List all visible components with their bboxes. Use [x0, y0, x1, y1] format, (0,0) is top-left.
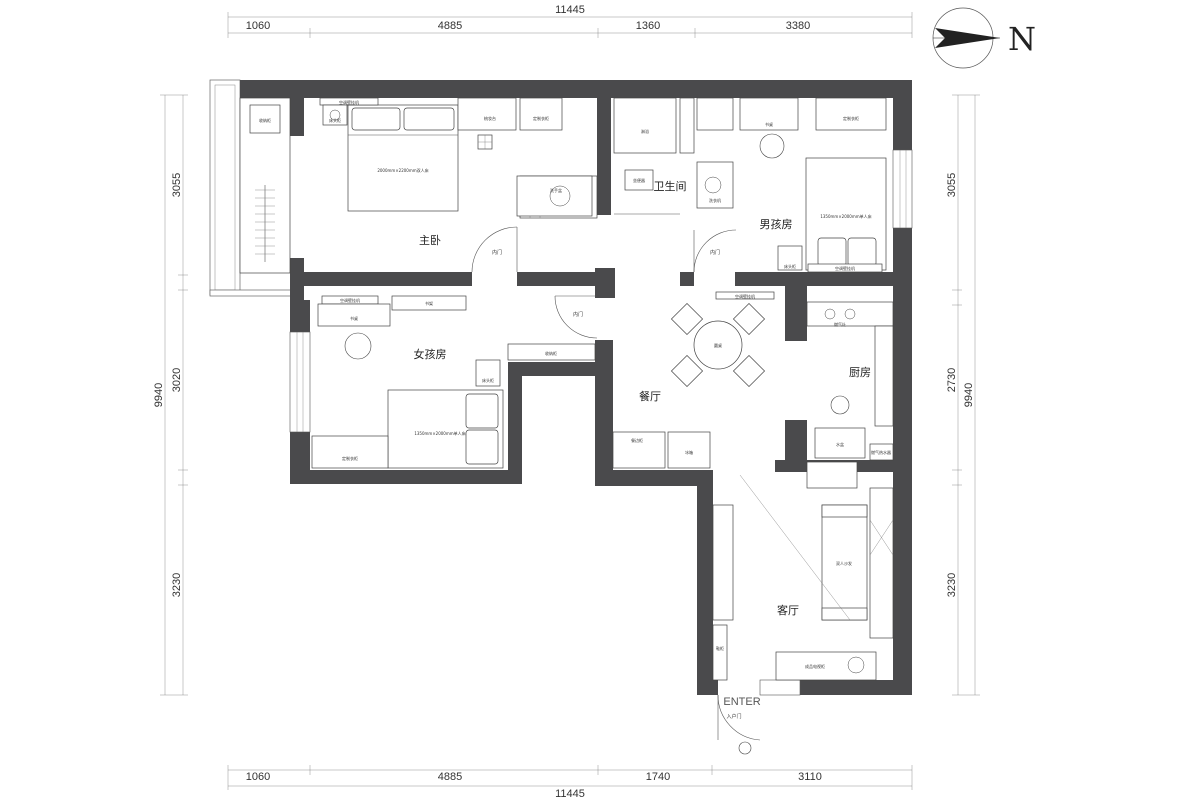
room-boy-label: 男孩房 [760, 218, 793, 231]
girl-desk [317, 303, 391, 327]
girl-wardrobe-label: 定制衣柜 [342, 455, 358, 461]
dim-left-2: 3020 [171, 368, 183, 392]
bookshelf-label: 书架 [425, 300, 433, 306]
sofa [821, 504, 868, 621]
living-room: 双人沙发 成品电视柜 鞋柜 客厅 [712, 461, 894, 681]
master-balcony [209, 79, 296, 297]
dining-table [693, 320, 743, 370]
boy-door-label: 内门 [710, 249, 720, 256]
dimension-texts: 11445 1060 4885 1360 3380 1060 4885 1740… [153, 4, 975, 800]
shower [613, 97, 677, 154]
boy-room: 1350mm×2000mm单人床 书桌 定制衣柜 空调壁挂机 床头柜 男孩房 内… [693, 97, 887, 273]
dining-table-label: 圆桌 [714, 342, 722, 348]
dim-left-3: 3230 [171, 573, 183, 597]
closet-hangers [255, 185, 275, 262]
boy-bed-label: 1350mm×2000mm单人床 [820, 213, 871, 219]
dim-left-1: 3055 [171, 173, 183, 197]
girl-door-label: 内门 [573, 311, 583, 318]
master-wardrobe-label: 定制衣柜 [533, 115, 549, 121]
basin-label: 洗手盆 [550, 187, 562, 193]
fridge [667, 431, 711, 469]
dim-right-2: 2730 [946, 368, 958, 392]
stove-label: 燃气灶 [834, 321, 846, 327]
north-compass-icon: N [932, 7, 1036, 69]
dim-bottom-3: 1740 [646, 771, 670, 783]
shoe-cabinet-label: 鞋柜 [716, 645, 724, 651]
heater-label: 燃气热水器 [871, 449, 891, 455]
dim-top-4: 3380 [786, 20, 810, 32]
master-door-label: 内门 [492, 249, 502, 256]
sideboard [612, 431, 666, 469]
master-ac-label: 空调壁挂机 [339, 99, 359, 105]
dim-bottom-total: 11445 [555, 788, 585, 800]
dining-area: 圆桌 空调壁挂机 餐边柜 冰箱 餐厅 [612, 291, 775, 469]
master-bed-label: 2000mm×2200mm双人床 [377, 167, 428, 173]
entry: ENTER 入户门 [717, 694, 761, 755]
compass-north-letter: N [1008, 20, 1036, 58]
windows [289, 149, 913, 696]
room-bath-label: 卫生间 [654, 179, 687, 193]
dim-right-1: 3055 [946, 173, 958, 197]
person-icon [738, 741, 752, 755]
girl-ac-label: 空调壁挂机 [340, 297, 360, 303]
girl-bedside-label: 床头柜 [482, 377, 494, 383]
tv-wall [712, 504, 734, 621]
tv-cabinet-label: 成品电视柜 [805, 663, 825, 669]
sideboard-label: 餐边柜 [631, 437, 643, 443]
sink [814, 427, 866, 459]
dim-bottom-4: 3110 [798, 771, 822, 783]
dim-top-total: 11445 [555, 4, 585, 16]
fridge-label: 冰箱 [685, 449, 693, 455]
boy-ac-label: 空调壁挂机 [835, 265, 855, 271]
room-dining-label: 餐厅 [639, 389, 661, 403]
room-living-label: 客厅 [777, 603, 799, 617]
enter-label: ENTER [723, 696, 760, 708]
toilet-label: 坐便器 [633, 177, 645, 183]
dim-left-total: 9940 [153, 383, 165, 407]
storage-label: 收纳柜 [259, 117, 271, 123]
dresser [457, 97, 517, 131]
dim-right-total: 9940 [963, 383, 975, 407]
dim-top-3: 1360 [636, 20, 660, 32]
girl-bed-label: 1350mm×2000mm单人床 [414, 430, 465, 436]
room-master-label: 主卧 [419, 234, 441, 247]
girl-desk-label: 书桌 [350, 315, 358, 321]
room-girl-label: 女孩房 [414, 347, 447, 361]
dim-top-2: 4885 [438, 20, 462, 32]
girl-storage-label: 收纳柜 [545, 350, 557, 356]
boy-desk-label: 书桌 [765, 121, 773, 127]
master-bedside-label: 床头柜 [329, 117, 341, 123]
girl-room: 1350mm×2000mm单人床 空调壁挂机 书桌 书架 床头柜 定制衣柜 收纳… [311, 295, 598, 469]
dim-bottom-1: 1060 [246, 771, 270, 783]
bathroom: 淋浴 坐便器 洗衣机 卫生间 洗手盆 [516, 97, 734, 217]
entry-door-label: 入户门 [726, 713, 741, 720]
dim-top-1: 1060 [246, 20, 270, 32]
kitchen: 燃气灶 水盆 燃气热水器 厨房 [806, 301, 894, 461]
dresser-label: 梳妆台 [484, 115, 496, 121]
dim-bottom-2: 4885 [438, 771, 462, 783]
boy-bedside-label: 床头柜 [784, 263, 796, 269]
boy-desk [739, 97, 799, 131]
sofa-label: 双人沙发 [836, 560, 852, 566]
dim-right-3: 3230 [946, 573, 958, 597]
dining-ac-label: 空调壁挂机 [735, 293, 755, 299]
washer-label: 洗衣机 [709, 197, 721, 203]
sink-label: 水盆 [836, 441, 844, 447]
dimension-lines [160, 12, 980, 790]
room-kitchen-label: 厨房 [849, 366, 871, 379]
shower-label: 淋浴 [641, 128, 649, 134]
boy-wardrobe-label: 定制衣柜 [843, 115, 859, 121]
